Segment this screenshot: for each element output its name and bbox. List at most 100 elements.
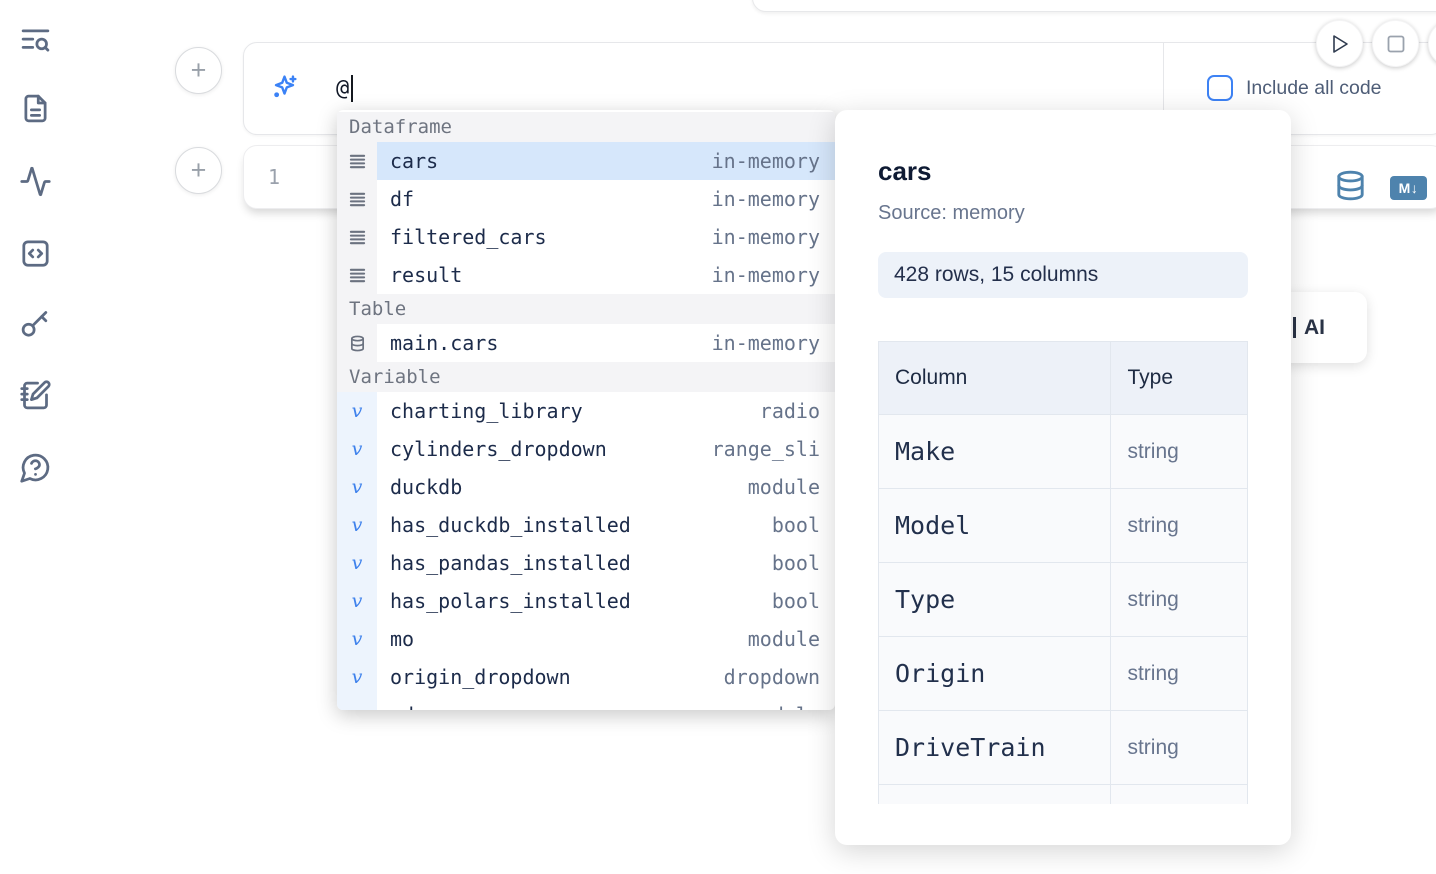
autocomplete-item-df[interactable]: df in-memory	[337, 180, 835, 218]
dataframe-preview-panel: cars Source: memory 428 rows, 15 columns…	[835, 110, 1291, 845]
variable-icon: v	[351, 628, 363, 650]
sparkles-icon	[270, 73, 299, 102]
autocomplete-item-pd[interactable]: vpdmodule	[337, 696, 835, 710]
autocomplete-item-detail: in-memory	[711, 263, 820, 287]
autocomplete-item-detail: in-memory	[711, 149, 820, 173]
autocomplete-item-cars[interactable]: cars in-memory	[337, 142, 835, 180]
table-database-icon	[350, 335, 364, 351]
autocomplete-item-detail: in-memory	[711, 331, 820, 355]
autocomplete-item-detail: dropdown	[723, 665, 820, 689]
autocomplete-section-header: Variable	[337, 362, 835, 392]
variable-icon: v	[351, 514, 363, 536]
dataframe-icon	[349, 230, 365, 244]
autocomplete-item-main.cars[interactable]: main.cars in-memory	[337, 324, 835, 362]
help-circle-icon[interactable]	[19, 451, 52, 484]
ai-prompt-input[interactable]: @	[336, 43, 354, 134]
run-cell-button[interactable]	[1316, 20, 1363, 67]
autocomplete-item-name: cars	[390, 149, 439, 173]
ai-prompt-value: @	[336, 76, 350, 101]
square-code-icon[interactable]	[19, 237, 52, 270]
preview-source: Source: memory	[878, 202, 1025, 224]
variable-icon: v	[351, 476, 363, 498]
generate-ai-label: AI	[1304, 315, 1325, 339]
dataframe-icon	[349, 154, 365, 168]
autocomplete-section-header: Table	[337, 294, 835, 324]
autocomplete-item-origin_dropdown[interactable]: v origin_dropdown dropdown	[337, 658, 835, 696]
schema-column-name: Make	[878, 414, 1112, 489]
variable-icon: v	[351, 438, 363, 460]
autocomplete-item-detail: in-memory	[711, 225, 820, 249]
autocomplete-item-name: main.cars	[390, 331, 499, 355]
autocomplete-item-name: df	[390, 187, 415, 211]
schema-column-header: Column	[878, 341, 1112, 415]
autocomplete-item-duckdb[interactable]: v duckdb module	[337, 468, 835, 506]
schema-row	[878, 784, 1248, 804]
activity-icon[interactable]	[19, 165, 52, 198]
autocomplete-item-name: mo	[390, 627, 415, 651]
dataframe-icon	[349, 268, 365, 282]
shape-badge: 428 rows, 15 columns	[878, 252, 1248, 298]
text-cursor	[351, 75, 354, 102]
stop-cell-button[interactable]	[1372, 20, 1419, 67]
play-icon	[1332, 34, 1348, 53]
autocomplete-item-name: filtered_cars	[390, 225, 547, 249]
autocomplete-item-filtered_cars[interactable]: filtered_cars in-memory	[337, 218, 835, 256]
autocomplete-item-detail: module	[710, 703, 820, 710]
schema-column-name: Type	[878, 562, 1112, 637]
variable-icon: v	[351, 590, 363, 612]
autocomplete-item-name: duckdb	[390, 475, 463, 499]
text-search-icon[interactable]	[19, 24, 52, 57]
file-text-icon[interactable]	[19, 92, 52, 125]
autocomplete-section-header: Dataframe	[337, 112, 835, 142]
variable-icon: v	[351, 552, 363, 574]
autocomplete-item-charting_library[interactable]: v charting_library radio	[337, 392, 835, 430]
variable-icon: v	[351, 666, 363, 688]
schema-column-type	[1110, 784, 1248, 804]
autocomplete-item-detail: in-memory	[711, 187, 820, 211]
add-cell-above-button[interactable]: +	[175, 47, 222, 94]
key-icon[interactable]	[19, 307, 52, 340]
variable-icon: v	[351, 400, 363, 422]
schema-column-type: string	[1110, 488, 1248, 563]
autocomplete-item-detail: bool	[771, 551, 820, 575]
schema-column-name: Model	[878, 488, 1112, 563]
autocomplete-item-detail: module	[747, 475, 820, 499]
autocomplete-item-name: has_duckdb_installed	[390, 513, 631, 537]
schema-column-type: string	[1110, 562, 1248, 637]
autocomplete-item-name: has_polars_installed	[390, 589, 631, 613]
autocomplete-item-name: cylinders_dropdown	[390, 437, 607, 461]
line-number: 1	[268, 165, 281, 189]
autocomplete-item-name: charting_library	[390, 399, 583, 423]
schema-column-name: DriveTrain	[878, 710, 1112, 785]
stop-icon	[1387, 35, 1404, 52]
markdown-badge[interactable]: M↓	[1390, 176, 1427, 200]
schema-column-type: string	[1110, 636, 1248, 711]
autocomplete-item-detail: radio	[759, 399, 820, 423]
notebook-pen-icon[interactable]	[19, 379, 52, 412]
include-all-code-checkbox[interactable]	[1207, 75, 1233, 101]
database-icon[interactable]	[1334, 169, 1367, 202]
schema-column-type: string	[1110, 710, 1248, 785]
autocomplete-item-name: pd	[390, 703, 414, 710]
autocomplete-item-name: origin_dropdown	[390, 665, 571, 689]
autocomplete-item-has_duckdb_installed[interactable]: v has_duckdb_installed bool	[337, 506, 835, 544]
dataframe-icon	[349, 192, 365, 206]
prompt-divider	[1163, 43, 1164, 134]
autocomplete-item-detail: bool	[771, 513, 820, 537]
add-cell-below-button[interactable]: +	[175, 147, 222, 194]
